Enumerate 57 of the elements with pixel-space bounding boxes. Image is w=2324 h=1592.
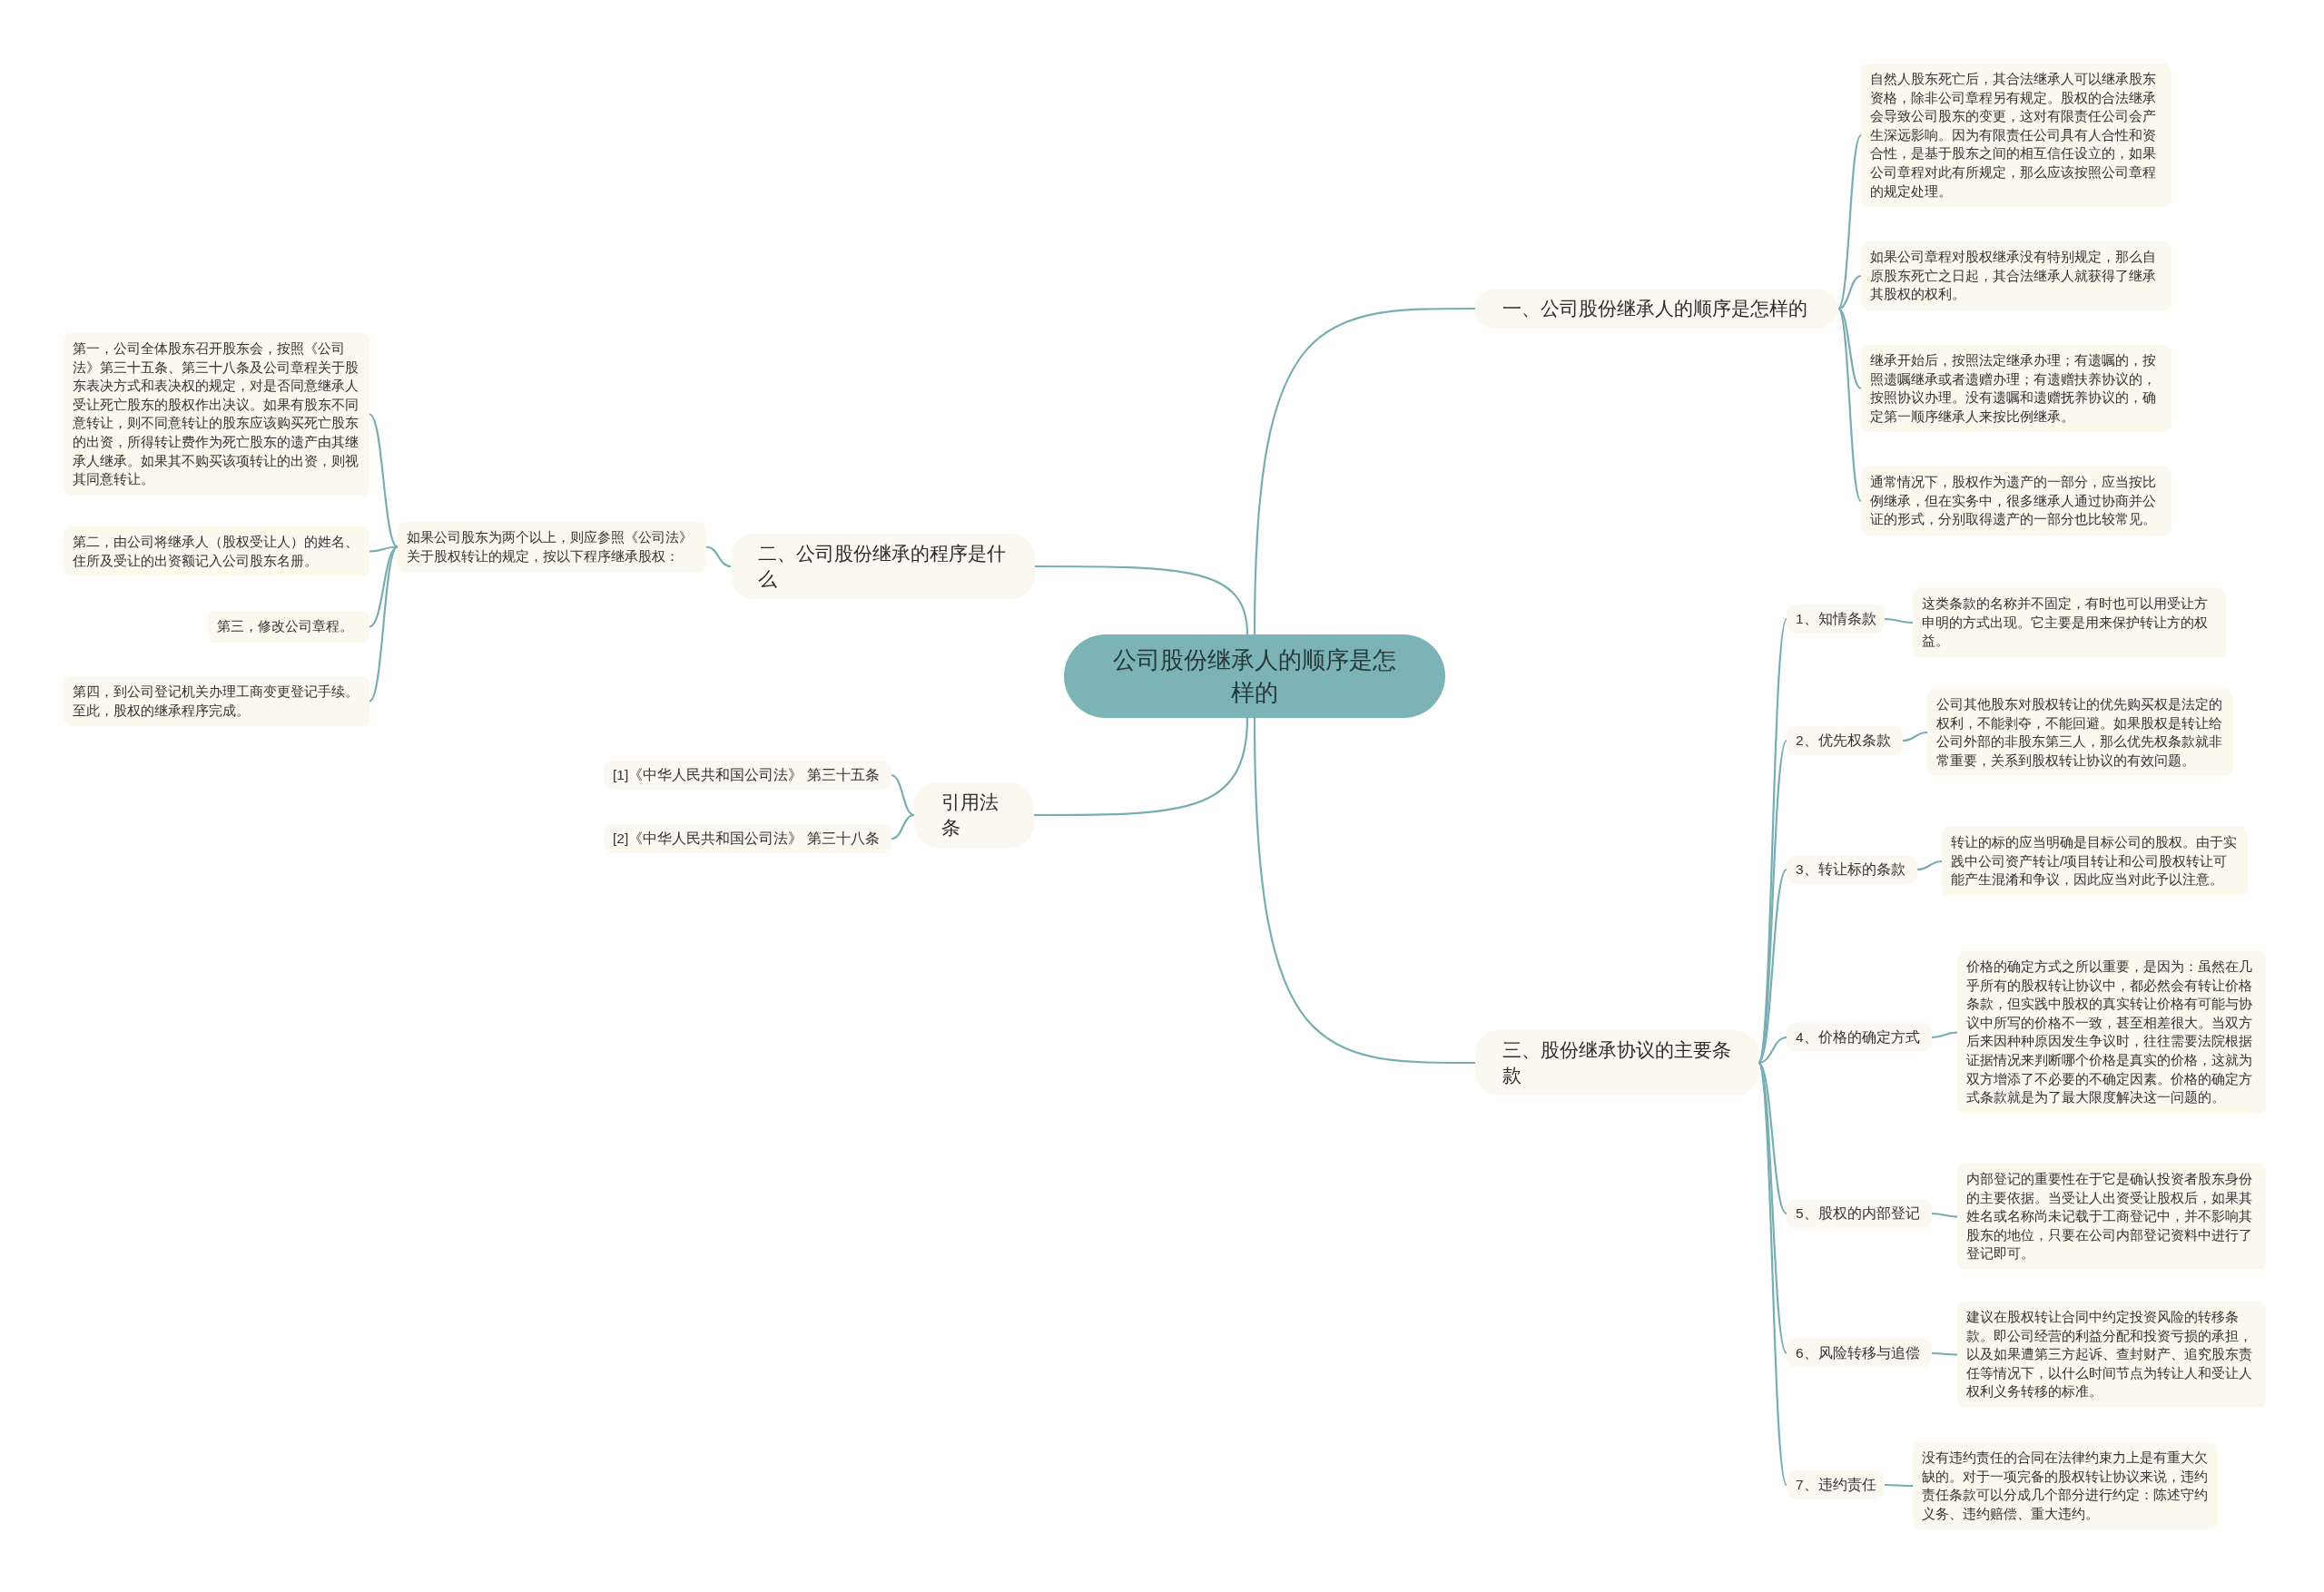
connector-line: [1932, 1351, 1957, 1356]
note-card: 如果公司章程对股权继承没有特别规定，那么自原股东死亡之日起，其合法继承人就获得了继承其股权的权利。: [1861, 241, 2171, 310]
note-card: 这类条款的名称并不固定，有时也可以用受让方申明的方式出现。它主要是用来保护转让方的权益。: [1913, 588, 2226, 657]
note-card: 价格的确定方式之所以重要，是因为：虽然在几乎所有的股权转让协议中，都必然会有转让价格条款，但实践中股权的真实转让价格有可能与协议中所写的价格不一致，甚至相差很大。当双方后来因种种原因发生争议时，往往需要法院根据证据情况来判断哪个价格是真实的价格，这就为双方增添了不必要的不确定因素。价格的确定方式条款就是为了最大限度解决这一问题的。: [1957, 951, 2266, 1114]
connector-line: [1837, 308, 1862, 502]
topic-pill: 一、公司股份继承人的顺序是怎样的: [1475, 289, 1838, 329]
connector-line: [1758, 740, 1787, 1064]
note-card: 自然人股东死亡后，其合法继承人可以继承股东资格，除非公司章程另有规定。股权的合法继承会导致公司股东的变更，这对有限责任公司会产生深远影响。因为有限责任公司具有人合性和资合性，是基于股东之间的相互信任设立的，如果公司章程对此有所规定，那么应该按照公司章程的规定处理。: [1861, 64, 2171, 208]
connector-line: [1757, 1062, 1788, 1486]
connector-line: [369, 545, 399, 553]
connector-line: [1916, 860, 1943, 871]
subtopic-pill: 7、违约责任: [1787, 1470, 1885, 1499]
note-card: 继承开始后，按照法定继承办理；有遗嘱的，按照遗嘱继承或者遗赠办理；有遗赠扶养协议的，按照协议办理。没有遗嘱和遗赠抚养协议的，确定第一顺序继承人来按比例继承。: [1861, 345, 2171, 433]
connector-line: [1758, 1036, 1787, 1065]
connector-line: [369, 545, 399, 703]
note-card: 公司其他股东对股权转让的优先购买权是法定的权利，不能剥夺，不能回避。如果股权是转让给公司外部的非股东第三人，那么优先权条款就非常重要，关系到股权转让协议的有效问题。: [1927, 689, 2233, 777]
topic-pill: 三、股份继承协议的主要条款: [1475, 1030, 1758, 1096]
note-card: 第一，公司全体股东召开股东会，按照《公司法》第三十五条、第三十八条及公司章程关于股东表决方式和表决权的规定，对是否同意继承人受让死亡股东的股权作出决议。如果有股东不同意转让，则不同意转让的股东应该购买死亡股东的出资，所得转让费作为死亡股东的遗产由其继承人继承。如果其不购买该项转让的出资，则视其同意转让。: [64, 333, 369, 496]
subtopic-pill: 3、转让标的条款: [1787, 855, 1917, 884]
connector-line: [1034, 717, 1249, 817]
note-card: 第二，由公司将继承人（股权受让人）的姓名、住所及受让的出资额记入公司股东名册。: [64, 526, 369, 577]
note-card: 通常情况下，股权作为遗产的一部分，应当按比例继承，但在实务中，很多继承人通过协商并公证的形式，分别取得遗产的一部分也比较常见。: [1861, 467, 2171, 536]
connector-line: [1931, 1212, 1958, 1218]
note-card: 建议在股权转让合同中约定投资风险的转移条款。即公司经营的利益分配和投资亏损的承担，以及如果遭第三方起诉、查封财产、追究股东责任等情况下，以什么时间节点为转让人和受让人权利义务转移的标准。: [1957, 1302, 2266, 1408]
subtopic-pill: 6、风险转移与追偿: [1787, 1339, 1932, 1368]
connector-line: [1837, 274, 1862, 310]
connector-line: [1931, 1031, 1958, 1039]
connector-line: [891, 813, 915, 840]
central-topic: 公司股份继承人的顺序是怎样的: [1064, 634, 1445, 718]
connector-line: [1902, 731, 1928, 742]
subtopic-pill: 4、价格的确定方式: [1787, 1023, 1932, 1052]
connector-line: [1253, 718, 1475, 1065]
subtopic-pill: 1、知情条款: [1787, 604, 1885, 634]
connector-line: [1758, 869, 1787, 1064]
connector-line: [1837, 308, 1862, 389]
note-card: 第四，到公司登记机关办理工商变更登记手续。至此，股权的继承程序完成。: [64, 676, 369, 727]
connector-line: [1885, 1483, 1913, 1488]
connector-line: [1758, 1062, 1787, 1354]
note-card: 内部登记的重要性在于它是确认投资者股东身份的主要依据。当受让人出资受让股权后，如果其姓名或名称尚未记载于工商登记中，并不影响其股东的地位，只要在公司内部登记资料中进行了登记即可。: [1957, 1164, 2266, 1270]
connector-line: [1837, 134, 1862, 310]
connector-line: [705, 545, 732, 568]
subtopic-pill: [2]《中华人民共和国公司法》 第三十八条: [604, 824, 891, 853]
subtopic-pill: 2、优先权条款: [1787, 726, 1903, 755]
subtopic-pill: [1]《中华人民共和国公司法》 第三十五条: [604, 761, 891, 790]
topic-pill: 引用法条: [914, 782, 1034, 848]
connector-line: [891, 773, 915, 817]
connector-line: [1253, 307, 1475, 635]
note-card: 转让的标的应当明确是目标公司的股权。由于实践中公司资产转让/项目转让和公司股权转让可能产生混淆和争议，因此应当对此予以注意。: [1942, 827, 2248, 896]
note-card: 没有违约责任的合同在法律约束力上是有重大欠缺的。对于一项完备的股权转让协议来说，违约责任条款可以分成几个部分进行约定：陈述守约义务、违约赔偿、重大违约。: [1913, 1442, 2218, 1530]
subtopic-pill: 5、股权的内部登记: [1787, 1199, 1932, 1228]
note-card: 如果公司股东为两个以上，则应参照《公司法》关于股权转让的规定，按以下程序继承股权：: [398, 522, 706, 573]
connector-line: [1884, 617, 1914, 624]
topic-pill: 二、公司股份继承的程序是什么: [731, 534, 1035, 599]
note-card: 第三，修改公司章程。: [208, 611, 369, 643]
connector-line: [1035, 565, 1249, 635]
connector-line: [369, 413, 399, 548]
connector-line: [1758, 1062, 1787, 1214]
